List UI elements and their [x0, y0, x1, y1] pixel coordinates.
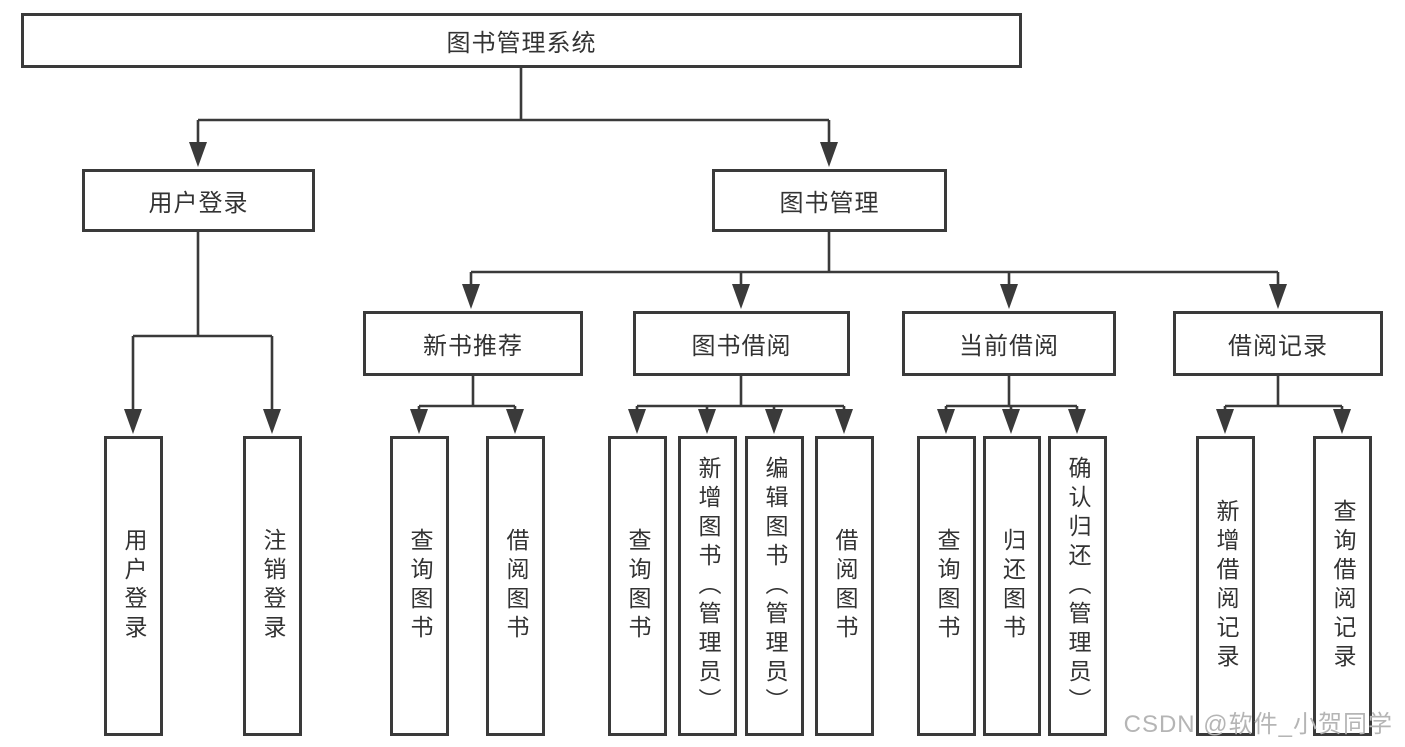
leaf-return-book-label: 归还图书: [999, 528, 1026, 644]
leaf-add-book-admin: 新增图书（管理员）: [678, 436, 737, 736]
leaf-add-book-admin-label: 新增图书（管理员）: [695, 455, 721, 717]
node-new-book-recommend: 新书推荐: [363, 311, 583, 376]
leaf-add-borrow-record: 新增借阅记录: [1196, 436, 1255, 736]
node-book-management: 图书管理: [712, 169, 947, 232]
node-root: 图书管理系统: [21, 13, 1022, 68]
leaf-user-login-label: 用户登录: [121, 528, 147, 644]
leaf-return-book: 归还图书: [983, 436, 1041, 736]
leaf-borrow-book-recommend-label: 借阅图书: [503, 528, 529, 644]
node-book-borrow: 图书借阅: [633, 311, 850, 376]
leaf-user-login: 用户登录: [104, 436, 163, 736]
leaf-edit-book-admin-label: 编辑图书（管理员）: [762, 455, 788, 717]
leaf-query-borrow-record: 查询借阅记录: [1313, 436, 1372, 736]
leaf-query-book-current-label: 查询图书: [934, 528, 960, 644]
node-user-login: 用户登录: [82, 169, 315, 232]
leaf-confirm-return-admin-label: 确认归还（管理员）: [1065, 455, 1091, 717]
node-root-label: 图书管理系统: [446, 30, 597, 57]
leaf-borrow-book: 借阅图书: [815, 436, 874, 736]
leaf-borrow-book-label: 借阅图书: [832, 528, 858, 644]
leaf-add-borrow-record-label: 新增借阅记录: [1213, 499, 1239, 673]
leaf-query-borrow-record-label: 查询借阅记录: [1330, 499, 1356, 673]
node-user-login-label: 用户登录: [148, 190, 249, 217]
leaf-query-book-recommend-label: 查询图书: [407, 528, 433, 644]
leaf-logout-label: 注销登录: [260, 528, 286, 644]
node-book-management-label: 图书管理: [779, 190, 880, 217]
node-new-book-recommend-label: 新书推荐: [423, 333, 523, 360]
leaf-edit-book-admin: 编辑图书（管理员）: [745, 436, 804, 736]
leaf-query-book-recommend: 查询图书: [390, 436, 449, 736]
node-borrow-record: 借阅记录: [1173, 311, 1383, 376]
leaf-confirm-return-admin: 确认归还（管理员）: [1048, 436, 1107, 736]
node-book-borrow-label: 图书借阅: [691, 333, 792, 360]
leaf-query-book-borrow-label: 查询图书: [625, 528, 651, 644]
leaf-logout: 注销登录: [243, 436, 302, 736]
node-current-borrow-label: 当前借阅: [959, 333, 1059, 360]
csdn-watermark: CSDN @软件_小贺同学: [1123, 711, 1393, 738]
leaf-borrow-book-recommend: 借阅图书: [486, 436, 545, 736]
node-borrow-record-label: 借阅记录: [1228, 333, 1328, 360]
leaf-query-book-current: 查询图书: [917, 436, 976, 736]
node-current-borrow: 当前借阅: [902, 311, 1116, 376]
leaf-query-book-borrow: 查询图书: [608, 436, 667, 736]
